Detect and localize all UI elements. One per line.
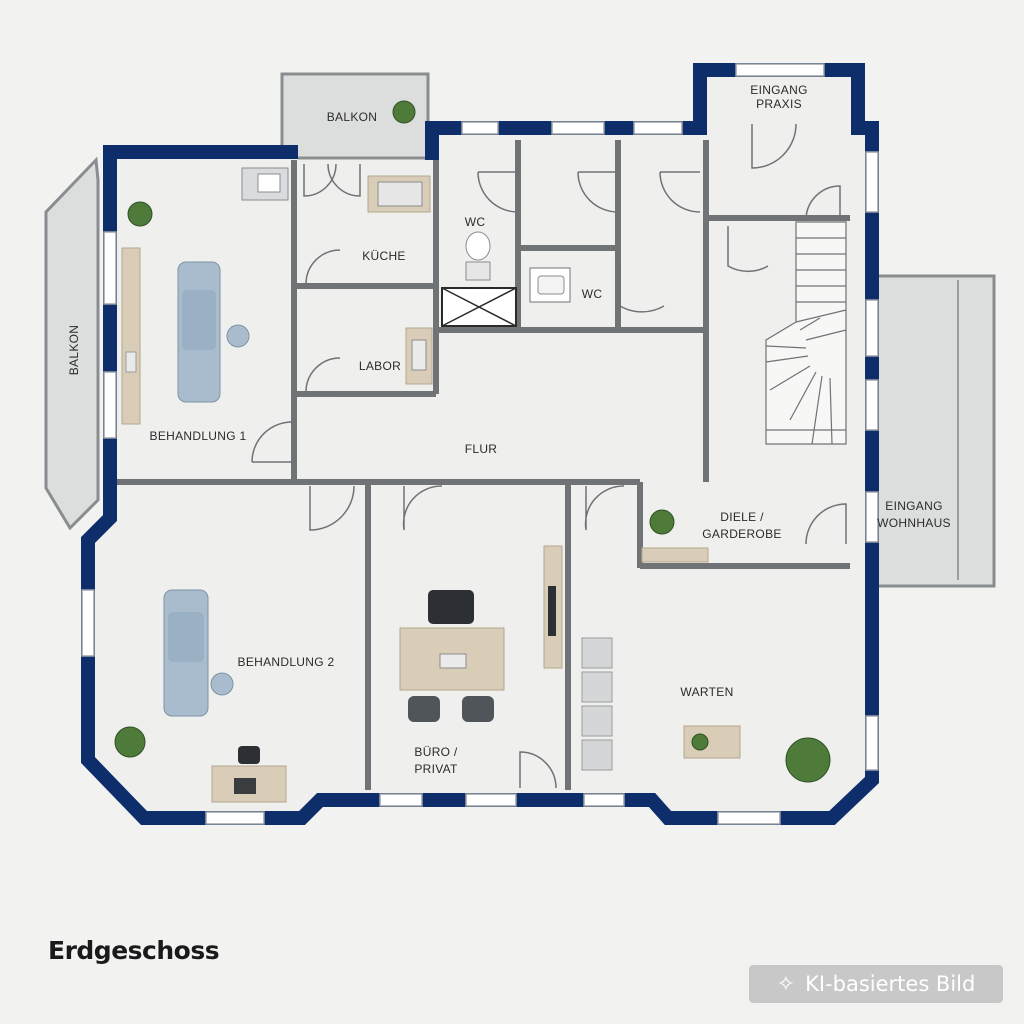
sparkle-icon: ✧ xyxy=(776,971,796,997)
exterior-walls xyxy=(81,63,879,825)
label-eingang-praxis-2: PRAXIS xyxy=(756,97,802,111)
ai-badge-text: KI-basiertes Bild xyxy=(805,972,976,996)
label-flur: FLUR xyxy=(465,442,498,456)
label-diele-1: DIELE / xyxy=(720,510,764,524)
label-behandlung-2: BEHANDLUNG 2 xyxy=(238,655,335,669)
label-kueche: KÜCHE xyxy=(362,249,406,263)
label-balkon-top: BALKON xyxy=(327,110,378,124)
label-buero-1: BÜRO / xyxy=(414,745,458,759)
furniture xyxy=(121,167,741,803)
counter-b1 xyxy=(121,247,141,425)
balcony-left xyxy=(44,156,100,531)
staircase xyxy=(765,221,847,445)
floor-title: Erdgeschoss xyxy=(48,936,220,965)
balcony-right xyxy=(868,274,996,588)
room-labels: BALKON EINGANG PRAXIS KÜCHE WC WC LABOR … xyxy=(67,83,951,776)
main-floor xyxy=(88,70,872,818)
label-eingang-wohnhaus-2: WOHNHAUS xyxy=(877,516,951,530)
label-buero-2: PRIVAT xyxy=(414,762,458,776)
windows xyxy=(81,63,879,825)
label-balkon-left: BALKON xyxy=(67,325,81,376)
label-wc-1: WC xyxy=(465,215,486,229)
label-diele-2: GARDEROBE xyxy=(702,527,781,541)
doors xyxy=(251,123,847,789)
interior-walls xyxy=(106,140,850,790)
label-eingang-wohnhaus-1: EINGANG xyxy=(885,499,942,513)
label-behandlung-1: BEHANDLUNG 1 xyxy=(150,429,247,443)
ai-generated-badge: ✧ KI-basiertes Bild xyxy=(749,965,1003,1003)
plants xyxy=(114,100,831,783)
shaft xyxy=(441,287,517,327)
coffee-table xyxy=(683,725,741,759)
label-warten: WARTEN xyxy=(680,685,733,699)
label-labor: LABOR xyxy=(359,359,401,373)
waiting-chairs xyxy=(581,637,613,771)
label-eingang-praxis-1: EINGANG xyxy=(750,83,807,97)
label-wc-2: WC xyxy=(582,287,603,301)
